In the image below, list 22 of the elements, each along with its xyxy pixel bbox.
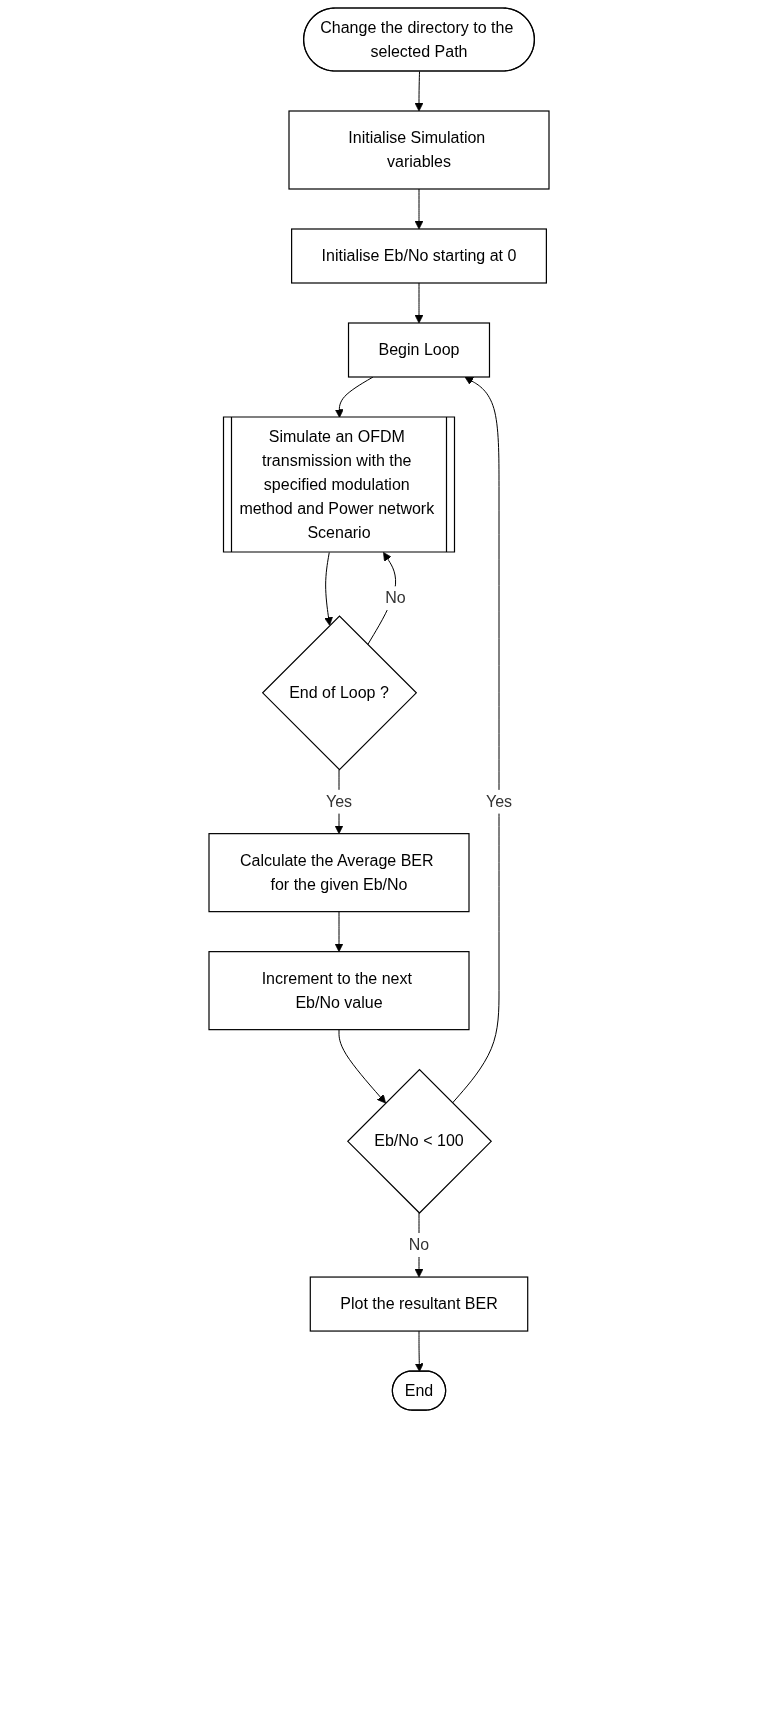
edge-label: No (385, 589, 406, 607)
arrow (334, 911, 344, 953)
node-box: Initialise Simulation variables (288, 110, 550, 190)
arrow (324, 552, 333, 626)
arrow (414, 1330, 424, 1372)
node-diamond: End of Loop ? (261, 615, 418, 771)
arrow (367, 552, 397, 646)
arrow (451, 376, 500, 1104)
arrow (414, 71, 424, 112)
node-diamond: Eb/No < 100 (346, 1068, 493, 1214)
node-box: Increment to the next Eb/No value (208, 951, 470, 1031)
node-box: Begin Loop (347, 322, 491, 378)
arrow (414, 188, 424, 230)
node-box: Initialise Eb/No starting at 0 (291, 228, 547, 284)
edge-label: Yes (485, 792, 513, 810)
edge-label: No (408, 1236, 430, 1254)
arrow (338, 1029, 386, 1104)
node-box: Calculate the Average BER for the given Eb/No (208, 833, 470, 913)
arrow (414, 1212, 424, 1278)
arrow (414, 282, 424, 324)
edge-label: Yes (325, 792, 353, 810)
node-box: Plot the resultant BER (309, 1276, 529, 1332)
